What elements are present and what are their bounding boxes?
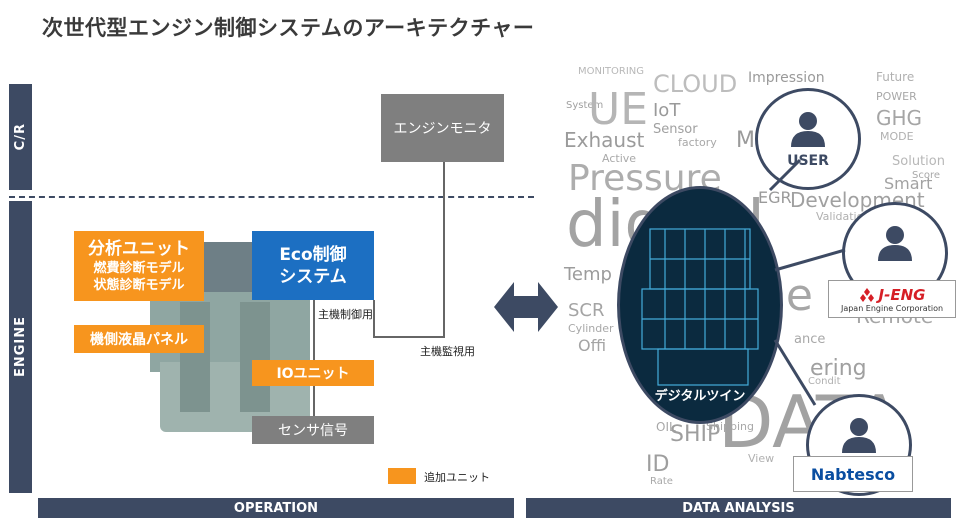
cloud-word: IoT [653, 100, 681, 121]
double-arrow-icon [494, 282, 558, 332]
cloud-word: ering [810, 356, 867, 381]
sidebar-engine-label: ENGINE [13, 316, 28, 378]
cr-engine-divider [9, 196, 534, 198]
cloud-word: SHIP [670, 422, 721, 447]
cloud-word: View [748, 452, 775, 465]
sidebar-cr: C/R [9, 84, 32, 190]
user-label: USER [787, 153, 829, 169]
person-icon [842, 418, 876, 453]
cloud-word: Rate [650, 476, 673, 487]
operation-footer: OPERATION [38, 498, 514, 518]
monitor-line-vertical [443, 162, 445, 338]
person-icon [878, 226, 912, 261]
cloud-word: Sensor [653, 122, 698, 137]
cloud-word: GHG [876, 106, 923, 130]
cloud-word: Exhaust [564, 128, 645, 152]
cloud-word: ance [794, 332, 826, 347]
monitor-line-horizontal [374, 336, 445, 338]
eco-control-line2: システム [279, 266, 347, 287]
digital-twin-label: デジタルツイン [654, 389, 746, 404]
person-icon [791, 112, 825, 147]
cloud-word: Temp [564, 264, 612, 285]
nabtesco-logo: Nabtesco [793, 456, 913, 492]
analysis-unit-line2: 状態診断モデル [93, 278, 185, 293]
eco-control-box: Eco制御 システム [252, 231, 374, 300]
cloud-word: Condit [808, 376, 841, 387]
jeng-logo-sub: Japan Engine Corporation [840, 303, 944, 313]
cloud-word: Score [912, 170, 941, 181]
eco-control-line1: Eco制御 [279, 244, 347, 265]
engine-monitor-label: エンジンモニタ [393, 121, 492, 137]
cloud-word: Solution [892, 154, 945, 169]
analysis-unit-box: 分析ユニット 燃費診断モデル 状態診断モデル [74, 231, 204, 301]
cloud-word: UE [588, 84, 649, 135]
digital-twin-engine-icon [641, 228, 759, 386]
legend-swatch [388, 468, 416, 484]
cloud-word: Active [602, 152, 637, 165]
io-unit-box: IOユニット [252, 360, 374, 386]
cloud-word: OIL [656, 420, 676, 434]
operation-footer-label: OPERATION [233, 500, 319, 516]
sensor-signal-box: センサ信号 [252, 416, 374, 444]
engine-monitor-box: エンジンモニタ [381, 94, 504, 162]
main-control-label: 主機制御用 [318, 308, 373, 321]
side-lcd-panel-label: 機側液晶パネル [90, 332, 188, 348]
cloud-word: Smart [884, 174, 933, 193]
cloud-word: CLOUD [653, 70, 738, 98]
cloud-word: factory [678, 136, 717, 149]
analysis-unit-line1: 燃費診断モデル [93, 261, 185, 276]
digital-twin-circle: デジタルツイン [617, 186, 783, 424]
main-monitor-label: 主機監視用 [420, 345, 475, 358]
nabtesco-logo-text: Nabtesco [810, 464, 896, 484]
cloud-word: MONITORING [578, 66, 645, 77]
jeng-logo: J-ENG Japan Engine Corporation [828, 280, 956, 318]
cloud-word: MODE [880, 130, 914, 143]
cloud-word: SCR [568, 300, 605, 321]
cloud-word: EGR [758, 188, 792, 207]
cloud-word: Shipping [706, 420, 754, 433]
cloud-word: Cylinder [568, 322, 614, 335]
cloud-word: System [566, 100, 604, 111]
data-analysis-footer: DATA ANALYSIS [526, 498, 951, 518]
sensor-signal-label: センサ信号 [278, 423, 348, 439]
cloud-word: Offi [578, 336, 607, 355]
cloud-word: Impression [748, 70, 825, 86]
eco-line-vertical [373, 300, 375, 338]
sidebar-engine: ENGINE [9, 201, 32, 493]
user-circle: USER [755, 88, 861, 190]
data-analysis-footer-label: DATA ANALYSIS [682, 500, 795, 516]
sidebar-cr-label: C/R [13, 123, 28, 151]
cloud-word: Future [876, 70, 915, 84]
analysis-unit-title: 分析ユニット [88, 239, 190, 259]
eco-io-line [313, 300, 315, 360]
three-diamonds-icon [859, 287, 874, 302]
io-sensor-line [313, 386, 315, 416]
legend-label: 追加ユニット [424, 471, 490, 484]
twin-user-connectors [768, 158, 846, 406]
page-title: 次世代型エンジン制御システムのアーキテクチャー [42, 16, 535, 40]
jeng-logo-text: J-ENG [878, 285, 926, 304]
cloud-word: POWER [876, 90, 917, 103]
io-unit-label: IOユニット [276, 366, 350, 382]
cloud-word: ID [646, 452, 670, 477]
side-lcd-panel-box: 機側液晶パネル [74, 325, 204, 353]
